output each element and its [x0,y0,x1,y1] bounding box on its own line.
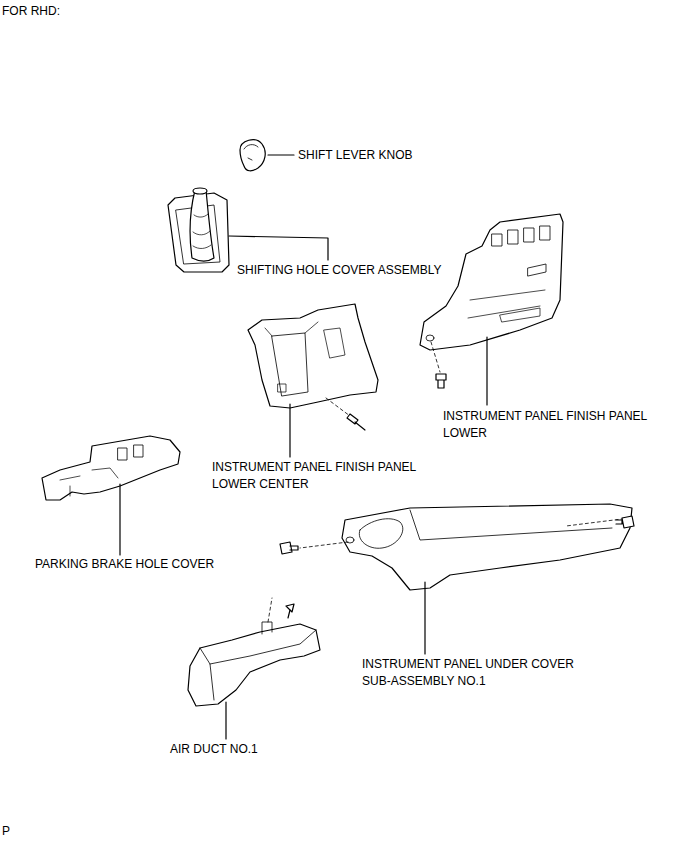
dashed-line [431,342,440,372]
clip [436,374,446,388]
part-name: PARKING BRAKE HOLE COVER [35,556,265,573]
screw [286,604,294,618]
dashed-line [326,398,350,416]
leader-line [486,337,487,405]
leader-line [225,702,226,739]
parking-brake-hole-cover [42,436,180,500]
part-name: INSTRUMENT PANEL FINISH PANEL LOWER [443,408,658,442]
finish-panel-lower [420,214,563,350]
leader-line [229,236,328,260]
finish-panel-lower-center [248,304,378,408]
shift-boot [168,188,229,272]
shift-knob [240,140,265,171]
page-title: FOR RHD: [2,4,60,18]
part-name: SHIFTING HOLE COVER ASSEMBLY [237,262,497,279]
dashed-line [300,542,348,548]
part-name: AIR DUCT NO.1 [170,741,320,758]
page-code: P [2,823,22,840]
screw [347,414,365,430]
air-duct [188,622,320,706]
leader-line [424,582,425,654]
leader-line [289,404,290,457]
part-name: SHIFT LEVER KNOB [298,147,498,164]
under-cover [342,504,632,590]
part-name: INSTRUMENT PANEL UNDER COVER SUB-ASSEMBL… [362,656,602,690]
leader-line [119,484,120,555]
clip [280,516,634,554]
dashed-line [268,598,272,622]
part-name: INSTRUMENT PANEL FINISH PANEL LOWER CENT… [212,459,457,493]
leader-line [268,154,294,155]
